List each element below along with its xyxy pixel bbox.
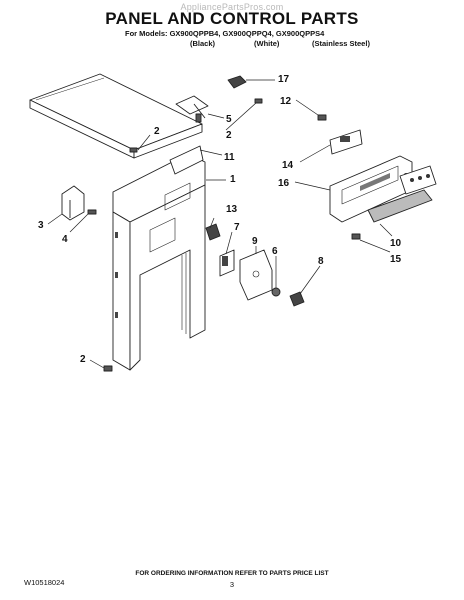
callout-2-right: 2 (226, 130, 232, 141)
callout-8: 8 (318, 256, 324, 267)
nut-part (271, 287, 281, 297)
doc-number: W10518024 (24, 578, 65, 587)
knob-part (289, 291, 305, 307)
callout-16: 16 (278, 178, 290, 189)
callout-5: 5 (226, 114, 232, 125)
overlay-part (367, 165, 437, 223)
callout-9: 9 (252, 236, 258, 247)
mounting-plate-part (239, 249, 273, 301)
callout-1: 1 (230, 174, 236, 185)
callout-10: 10 (390, 238, 402, 249)
color-white: (White) (254, 39, 280, 48)
callout-15: 15 (390, 254, 402, 265)
color-stainless: (Stainless Steel) (312, 39, 370, 48)
watermark: AppliancePartsPros.com (180, 2, 284, 12)
bracket-part (61, 185, 85, 221)
control-board-part (329, 129, 363, 155)
callout-12: 12 (280, 96, 292, 107)
side-panel-part (112, 145, 206, 371)
top-panel-part (29, 73, 203, 159)
hinge-part (175, 95, 209, 119)
screw-part-15 (351, 233, 361, 240)
control-console-part (329, 155, 420, 223)
callout-6: 6 (272, 246, 278, 257)
color-variants: (Black) (White) (Stainless Steel) (190, 39, 370, 48)
callout-7: 7 (234, 222, 240, 233)
cap-part (227, 75, 247, 89)
callout-14: 14 (282, 160, 294, 171)
models-line: For Models: GX900QPPB4, GX900QPPQ4, GX90… (125, 29, 325, 38)
callout-4: 4 (62, 234, 68, 245)
color-black: (Black) (190, 39, 216, 48)
page-title: PANEL AND CONTROL PARTS (105, 9, 359, 28)
ordering-note: FOR ORDERING INFORMATION REFER TO PARTS … (135, 570, 329, 577)
screw-part-4 (87, 209, 97, 215)
callout-3: 3 (38, 220, 44, 231)
screw-part-2 (103, 98, 263, 372)
callout-17: 17 (278, 74, 290, 85)
callout-13: 13 (226, 204, 238, 215)
callout-2-top: 2 (154, 126, 160, 137)
switch-part (219, 249, 235, 277)
page-number: 3 (229, 580, 235, 589)
callout-2-bottom: 2 (80, 354, 86, 365)
knob-insert-part (205, 223, 221, 241)
screw-part-12 (317, 114, 327, 121)
callout-labels: 17 5 12 2 2 11 14 1 16 3 13 4 7 9 10 6 8… (38, 74, 402, 365)
callout-11: 11 (224, 152, 235, 163)
leader-lines (47, 79, 393, 369)
